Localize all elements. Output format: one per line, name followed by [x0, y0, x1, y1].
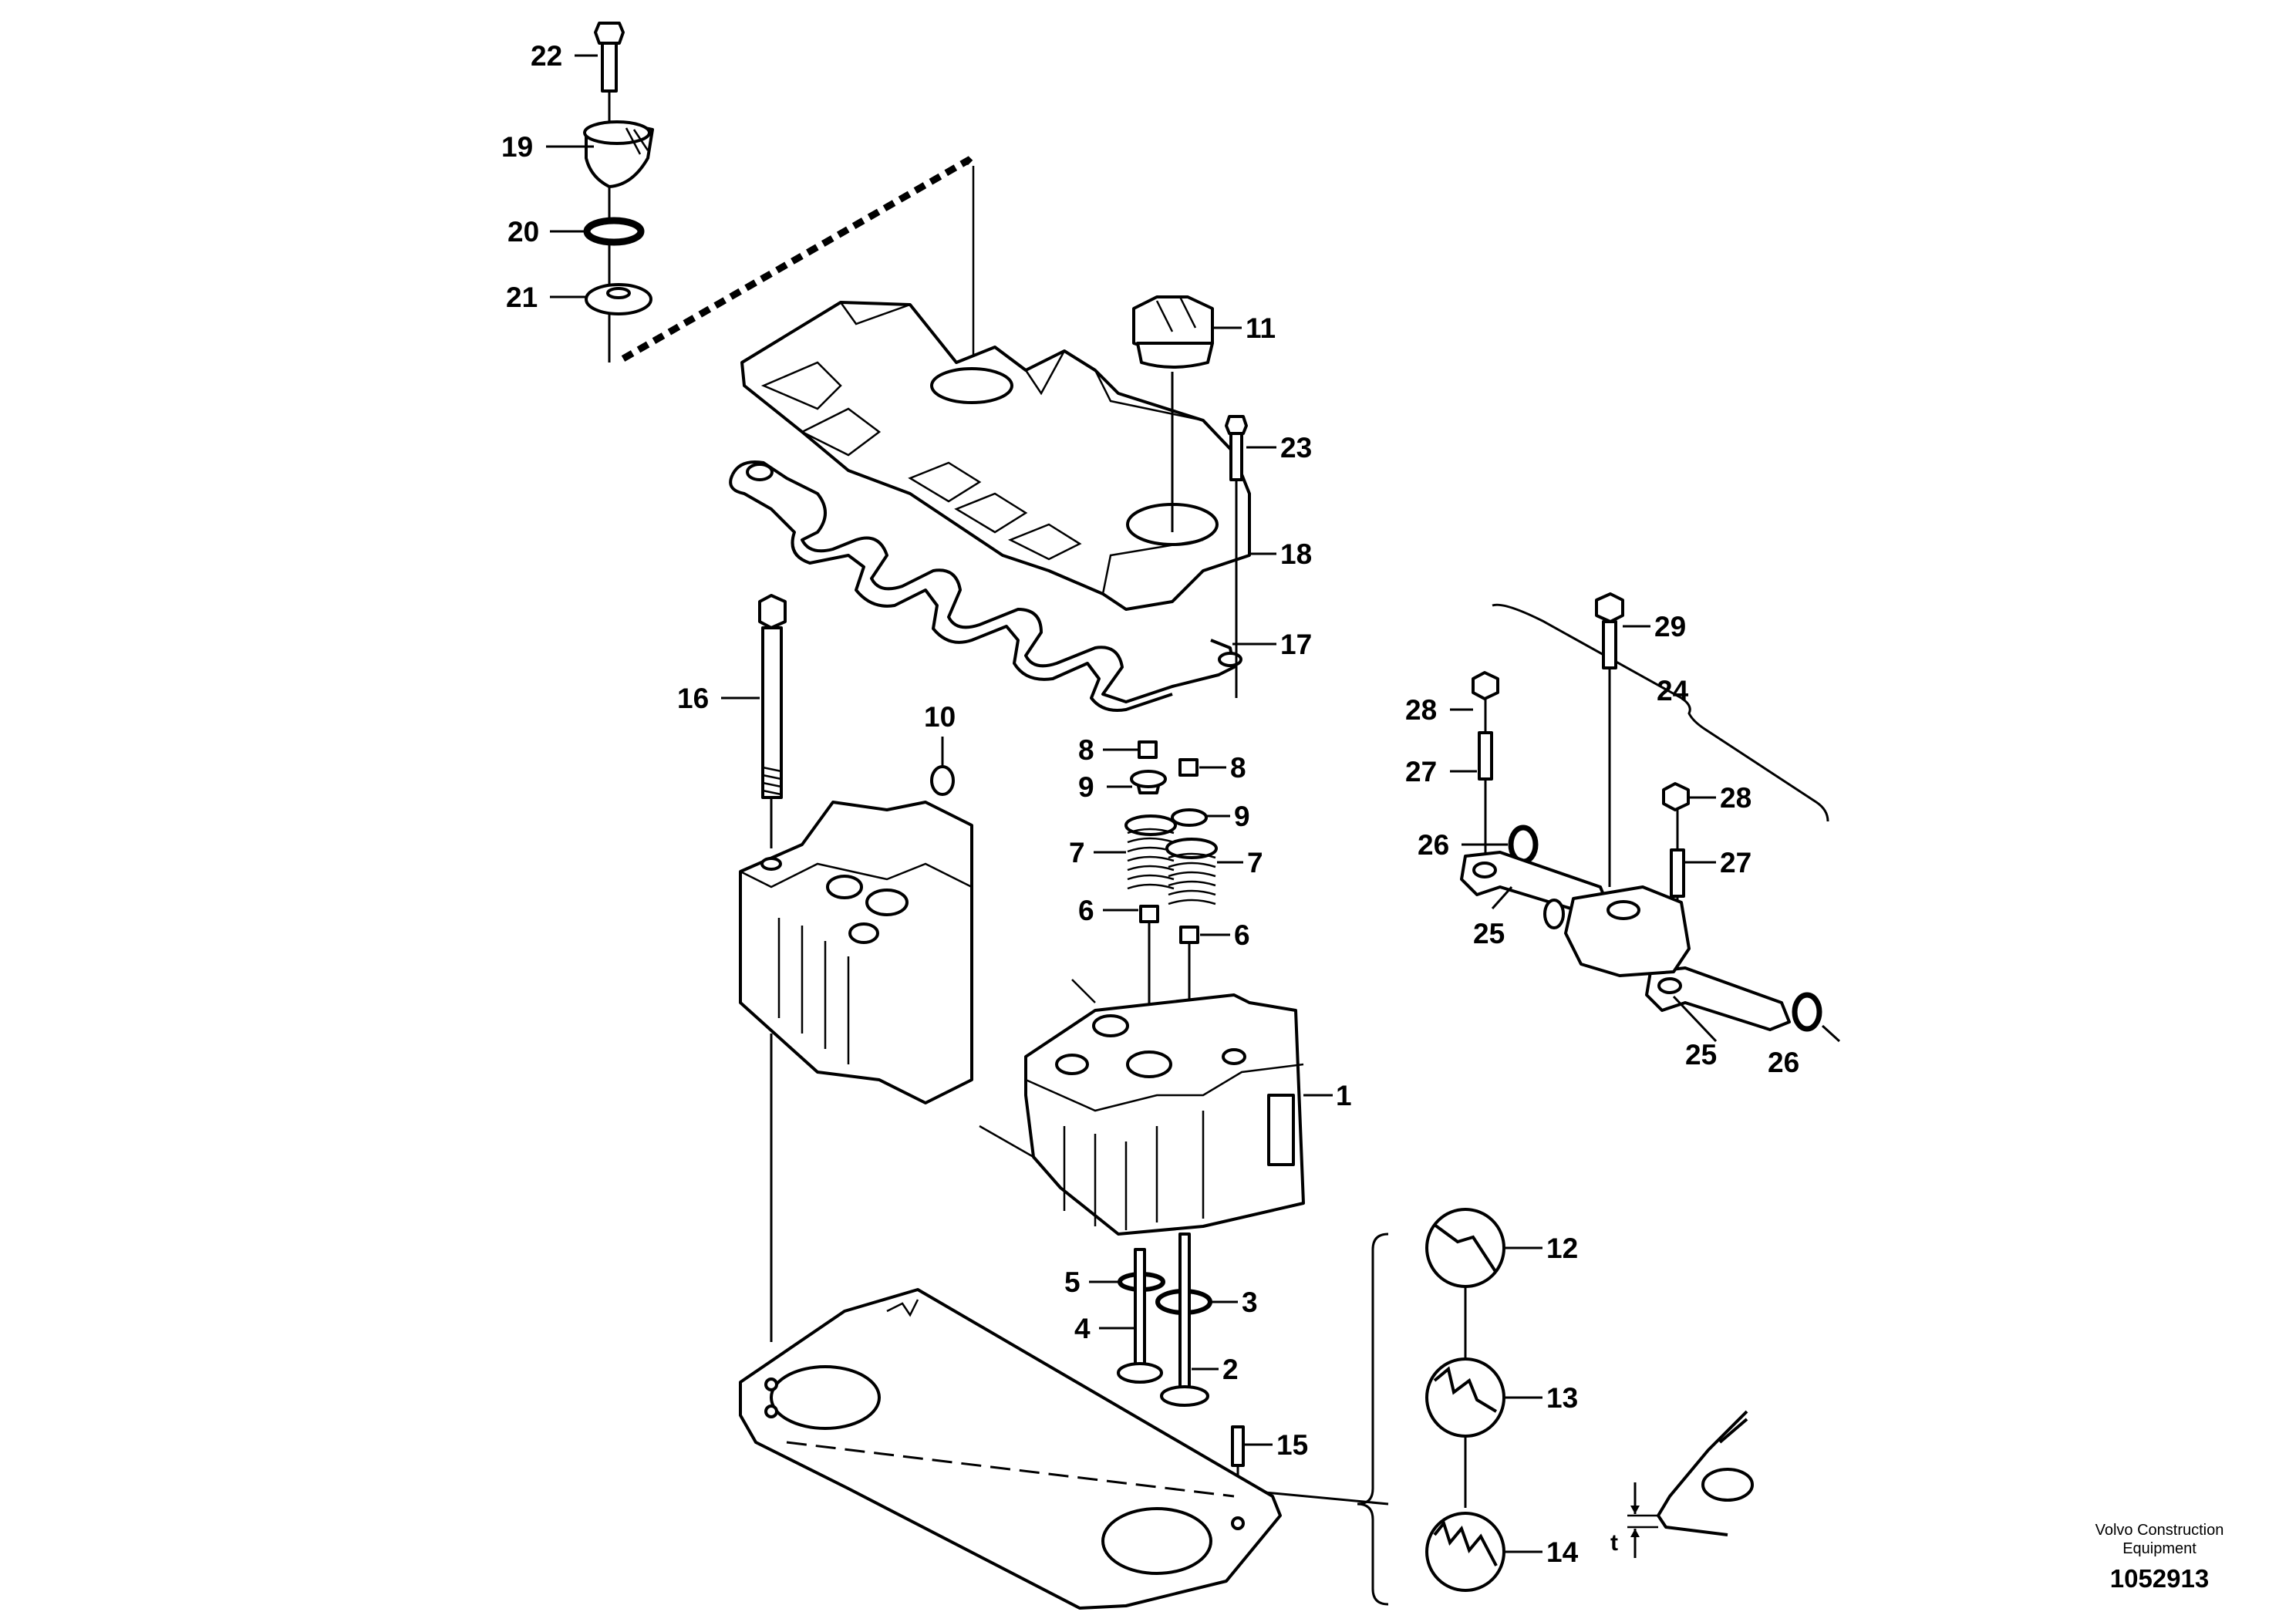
gasket-thickness-14-icon	[1425, 1512, 1505, 1592]
bolt-22	[594, 22, 625, 93]
callout-28-left: 28	[1405, 694, 1437, 726]
callout-26-left: 26	[1418, 829, 1449, 861]
callout-14: 14	[1546, 1536, 1579, 1568]
callout-25-left: 25	[1473, 918, 1505, 949]
valve-4-head	[1117, 1362, 1163, 1384]
callout-6-right: 6	[1234, 919, 1250, 951]
valve-train	[1124, 740, 1218, 1057]
dashed-connection	[621, 156, 976, 362]
document-number: 1052913	[2110, 1564, 2209, 1593]
callout-18: 18	[1280, 538, 1312, 570]
callout-labels: 22 19 20 21 11 23 18 17 16 10 8 8 9 9 7 …	[501, 40, 1799, 1568]
callout-29: 29	[1654, 611, 1686, 642]
valve-2-stem	[1178, 1233, 1191, 1390]
brace-12-14	[1357, 1208, 1505, 1606]
cylinder-head-left	[739, 801, 973, 1342]
gasket-17	[729, 460, 1242, 712]
callout-16: 16	[677, 683, 709, 714]
callout-27-right: 27	[1720, 847, 1752, 878]
callout-25-right: 25	[1685, 1039, 1717, 1071]
callout-12: 12	[1546, 1233, 1578, 1264]
cap-assembly-left	[583, 22, 654, 363]
callout-24: 24	[1657, 675, 1689, 706]
valve-4-stem	[1134, 1248, 1146, 1367]
plug-10	[930, 765, 955, 796]
gasket-thickness-13-icon	[1425, 1357, 1505, 1438]
callout-2: 2	[1222, 1354, 1239, 1385]
valves	[1117, 1233, 1212, 1407]
callout-t: t	[1610, 1530, 1618, 1556]
callout-5: 5	[1064, 1266, 1081, 1298]
callout-6-left: 6	[1078, 895, 1094, 926]
oil-cap-11	[1132, 295, 1214, 532]
callout-3: 3	[1242, 1286, 1258, 1318]
valve-cover-18	[740, 301, 1251, 611]
head-gasket	[739, 1288, 1389, 1610]
callout-26-right: 26	[1768, 1047, 1799, 1078]
callout-10: 10	[924, 701, 956, 733]
footer: Volvo Construction Equipment 1052913	[2095, 1522, 2224, 1593]
brand-line-1: Volvo Construction	[2095, 1522, 2224, 1539]
callout-7-left: 7	[1069, 837, 1085, 868]
callout-23: 23	[1280, 432, 1312, 464]
callout-4: 4	[1074, 1313, 1091, 1344]
washer-21	[585, 283, 652, 315]
head-bolt-16	[758, 594, 787, 848]
callout-15: 15	[1276, 1429, 1308, 1461]
rocker-assembly	[1460, 592, 1829, 1032]
o-ring-20	[583, 217, 645, 246]
brand-line-2: Equipment	[2122, 1540, 2197, 1557]
callout-8-right: 8	[1230, 752, 1246, 784]
callout-21: 21	[506, 282, 538, 313]
cylinder-head-1	[979, 979, 1333, 1236]
callout-17: 17	[1280, 629, 1312, 660]
bolt-23	[1225, 415, 1248, 698]
callout-27-left: 27	[1405, 756, 1437, 787]
cap-19	[583, 120, 654, 188]
callout-7-right: 7	[1247, 847, 1263, 878]
gasket-thickness-12-icon	[1425, 1208, 1505, 1288]
callout-1: 1	[1336, 1080, 1352, 1111]
callout-19: 19	[501, 131, 533, 163]
valve-2-head	[1160, 1385, 1209, 1407]
callout-9-right: 9	[1234, 801, 1250, 832]
callout-9-left: 9	[1078, 771, 1094, 803]
callout-13: 13	[1546, 1382, 1578, 1414]
thickness-detail	[1627, 1410, 1754, 1558]
callout-22: 22	[531, 40, 562, 72]
callout-20: 20	[507, 216, 539, 248]
callout-8-left: 8	[1078, 734, 1094, 766]
leader-lines	[546, 54, 1841, 1553]
callout-28-right: 28	[1720, 782, 1752, 814]
callout-11: 11	[1246, 312, 1276, 344]
